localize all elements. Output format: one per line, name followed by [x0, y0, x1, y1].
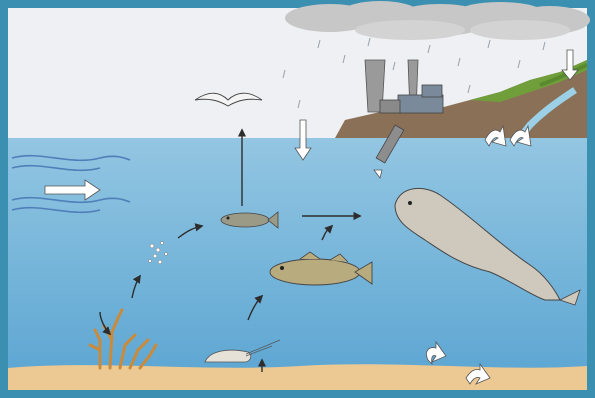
seabed [8, 364, 587, 390]
